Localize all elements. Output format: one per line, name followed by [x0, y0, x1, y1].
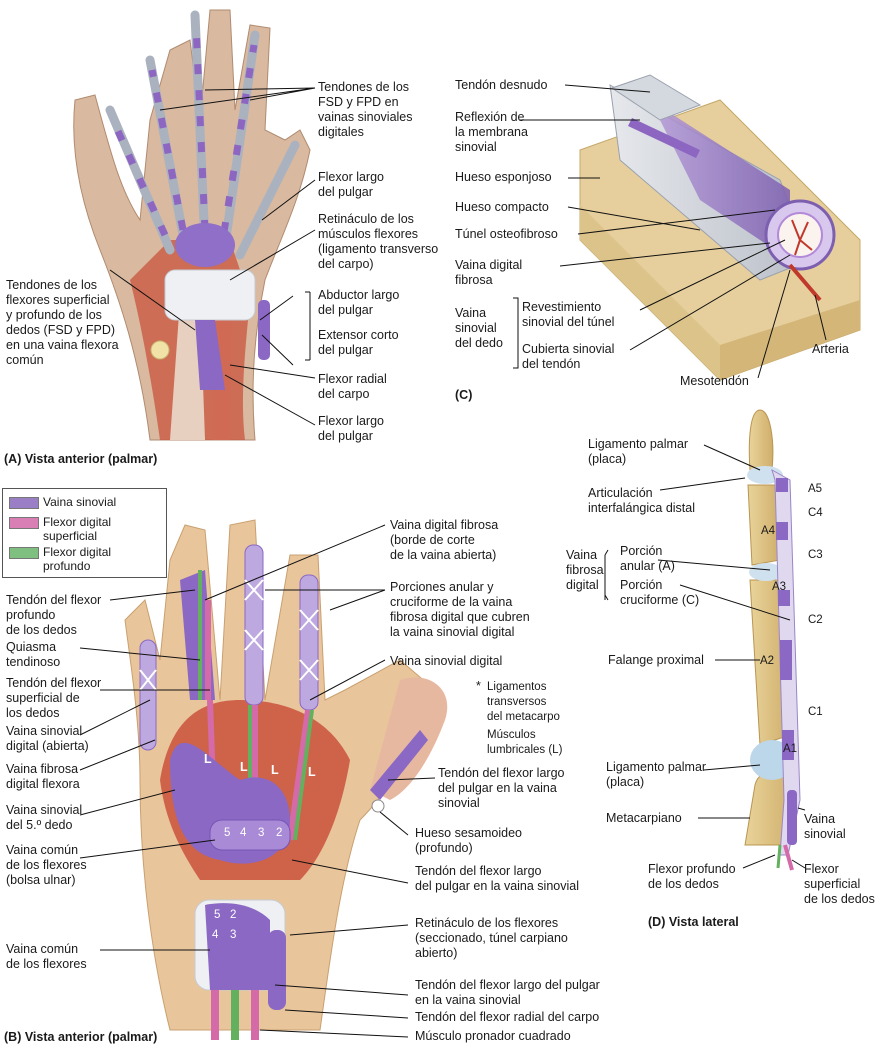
label-hueso-compacto: Hueso compacto [455, 200, 549, 214]
label-extensor-corto-pulgar: Extensor corto del pulgar [318, 328, 399, 357]
label-quiasma-tendinoso: Quiasma tendinoso [6, 640, 61, 669]
pulley-c1: C1 [808, 706, 823, 718]
label-common-flexor-sheath-a: Tendones de los flexores superficial y p… [6, 278, 119, 367]
lumbrical-marker: L [204, 752, 212, 766]
label-flexor-profundo-d: Flexor profundo de los dedos [648, 862, 736, 891]
label-porcion-cruciforme: Porción cruciforme (C) [620, 578, 700, 607]
label-flexor-largo-pulgar-vaina-2: Tendón del flexor largo del pulgar en la… [415, 864, 579, 893]
label-revestimiento-sinovial: Revestimiento sinovial del túnel [522, 300, 615, 329]
label-tendon-flexor-profundo: Tendón del flexor profundo de los dedos [6, 593, 102, 637]
pulley-a2: A2 [760, 655, 775, 667]
label-flexor-largo-pulgar-a1: Flexor largo del pulgar [318, 170, 384, 199]
label-flexor-largo-pulgar-vaina-1: Tendón del flexor largo del pulgar en la… [438, 766, 565, 810]
label-retinaculo-seccionado: Retináculo de los flexores (seccionado, … [415, 916, 568, 960]
label-flexor-superficial-d: Flexor superficial de los dedos [804, 862, 875, 906]
caption-panel-c: (C) [455, 388, 473, 402]
label-vaina-sinovial-digital-b: Vaina sinovial digital [390, 654, 503, 668]
lumbrical-marker: L [240, 760, 248, 774]
label-vaina-sinovial-dedo: Vaina sinovial del dedo [455, 306, 503, 350]
caption-panel-b: (B) Vista anterior (palmar) [4, 1030, 158, 1044]
panel-a-hand [73, 9, 311, 441]
legend-label-flexor-superficial: Flexor digital superficial [43, 515, 112, 543]
pulley-c4: C4 [808, 507, 823, 519]
legend-label-flexor-profundo: Flexor digital profundo [43, 545, 112, 573]
tendon-number-marker: 2 [230, 909, 237, 921]
pulley-a3: A3 [772, 581, 787, 593]
label-tunel-osteofibroso: Túnel osteofibroso [455, 227, 558, 241]
tendon-number-marker: 3 [258, 827, 265, 839]
pulley-c2: C2 [808, 614, 823, 626]
label-metacarpiano: Metacarpiano [606, 811, 682, 825]
label-porcion-anular: Porción anular (A) [620, 544, 675, 573]
label-reflexion-membrana: Reflexión de la membrana sinovial [455, 110, 528, 154]
label-abductor-largo-pulgar: Abductor largo del pulgar [318, 288, 400, 317]
leader-lines [79, 84, 827, 1038]
label-articulacion-interfalangica: Articulación interfalángica distal [588, 486, 696, 515]
label-tendon-flexor-superficial: Tendón del flexor superficial de los ded… [6, 676, 102, 720]
label-flexor-largo-pulgar-vaina-3: Tendón del flexor largo del pulgar en la… [415, 978, 600, 1007]
tendon-number-marker: 3 [230, 929, 237, 941]
label-porciones-anular-cruciforme: Porciones anular y cruciforme de la vain… [390, 580, 530, 639]
tendon-number-marker: 5 [224, 827, 231, 839]
label-vaina-digital-fibrosa-b: Vaina digital fibrosa (borde de corte de… [390, 518, 499, 562]
label-vaina-sinovial-5-dedo: Vaina sinovial del 5.º dedo [6, 803, 83, 832]
legend-swatch-vaina-sinovial [9, 497, 39, 509]
label-musculos-lumbricales: Músculos lumbricales (L) [487, 729, 563, 756]
label-tendon-desnudo: Tendón desnudo [455, 78, 548, 92]
panel-c-tunnel [579, 74, 861, 381]
label-vaina-sinovial-abierta: Vaina sinovial digital (abierta) [6, 724, 89, 753]
label-arteria: Arteria [812, 342, 849, 356]
legend: Vaina sinovial Flexor digital superficia… [2, 488, 167, 578]
panel-b-hand [124, 519, 448, 1040]
label-pronador-cuadrado: Músculo pronador cuadrado [415, 1029, 571, 1043]
label-ligamentos-transversos: Ligamentos transversos del metacarpo [487, 681, 560, 723]
label-hueso-esponjoso: Hueso esponjoso [455, 170, 552, 184]
label-cubierta-sinovial: Cubierta sinovial del tendón [522, 342, 615, 371]
label-vaina-sinovial-d: Vaina sinovial [804, 812, 846, 841]
label-vaina-comun-flexores: Vaina común de los flexores [6, 942, 87, 971]
label-ligamento-palmar-2: Ligamento palmar (placa) [606, 760, 707, 789]
tendon-number-marker: 4 [240, 827, 247, 839]
pulley-a5: A5 [808, 483, 823, 495]
label-retinaculo-flexores-a: Retináculo de los músculos flexores (lig… [318, 212, 439, 271]
asterisk-marker: * [476, 679, 481, 693]
label-vaina-digital-fibrosa-c: Vaina digital fibrosa [455, 258, 523, 287]
legend-swatch-flexor-superficial [9, 517, 39, 529]
tendon-number-marker: 5 [214, 909, 221, 921]
label-mesotendon: Mesotendón [680, 374, 749, 388]
label-fsd-fpd-digital-sheaths: Tendones de los FSD y FPD en vainas sino… [318, 80, 413, 139]
lumbrical-marker: L [308, 765, 316, 779]
caption-panel-d: (D) Vista lateral [648, 915, 739, 929]
label-flexor-radial-carpo-a: Flexor radial del carpo [318, 372, 387, 401]
label-bolsa-ulnar: Vaina común de los flexores (bolsa ulnar… [6, 843, 87, 887]
label-hueso-sesamoideo: Hueso sesamoideo (profundo) [415, 826, 523, 855]
panel-d-finger [744, 409, 801, 871]
legend-swatch-flexor-profundo [9, 547, 39, 559]
legend-label-vaina-sinovial: Vaina sinovial [43, 495, 117, 509]
tendon-number-marker: 4 [212, 929, 219, 941]
tendon-number-marker: 2 [276, 827, 283, 839]
pulley-c3: C3 [808, 549, 823, 561]
label-vaina-fibrosa-digital-d: Vaina fibrosa digital [566, 548, 604, 592]
label-vaina-fibrosa-flexora: Vaina fibrosa digital flexora [6, 762, 80, 791]
label-flexor-largo-pulgar-a2: Flexor largo del pulgar [318, 414, 384, 443]
pulley-a1: A1 [783, 743, 798, 755]
pulley-a4: A4 [761, 525, 776, 537]
caption-panel-a: (A) Vista anterior (palmar) [4, 452, 158, 466]
label-flexor-radial-carpo-b: Tendón del flexor radial del carpo [415, 1010, 600, 1024]
label-falange-proximal: Falange proximal [608, 653, 704, 667]
label-ligamento-palmar-1: Ligamento palmar (placa) [588, 437, 689, 466]
lumbrical-marker: L [271, 763, 279, 777]
